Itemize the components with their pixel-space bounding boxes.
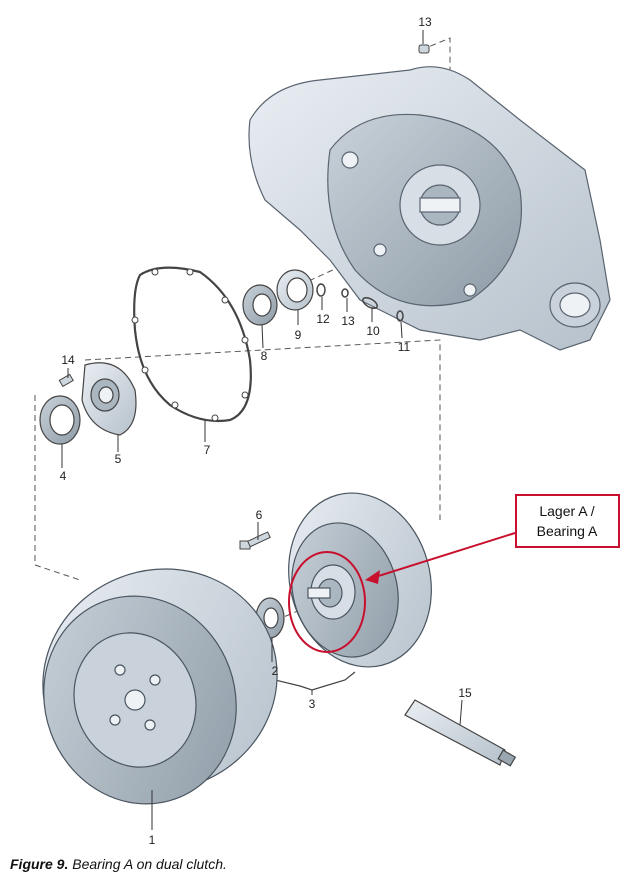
part-number-13-top: 13: [418, 15, 432, 29]
part-number-6: 6: [256, 508, 263, 522]
part-3-bracket: [264, 671, 356, 691]
part-7-gasket-holes: [131, 268, 249, 422]
figure-caption: Figure 9. Bearing A on dual clutch.: [10, 856, 227, 872]
part-8-bearing: [242, 284, 278, 326]
part-1-flywheel: [42, 568, 278, 805]
part-number-7: 7: [204, 443, 211, 457]
part-9-bearing: [276, 269, 314, 311]
callout-arrowhead: [365, 570, 380, 584]
part-number-9: 9: [295, 328, 302, 342]
small-seal-parts: [316, 283, 404, 322]
part-15-grease-tube: [404, 699, 517, 767]
part-leader-lines: [61, 30, 463, 830]
bearing-a-highlight: Lager A / Bearing A: [288, 494, 620, 653]
figure-caption-text: Bearing A on dual clutch.: [72, 856, 227, 872]
part-number-2: 2: [272, 664, 279, 678]
figure-caption-label: Figure 9.: [10, 856, 69, 872]
highlight-circle: [288, 551, 366, 653]
part-7-gasket: [133, 266, 252, 423]
part-number-8: 8: [261, 349, 268, 363]
part-number-3: 3: [309, 697, 316, 711]
part-3-dual-clutch: [288, 492, 432, 668]
exploded-parts-diagram: 13 14 4 5 7 8 9 12 13 10 11 6 2 3 15 1 L…: [34, 15, 620, 847]
part-number-1: 1: [149, 833, 156, 847]
part-number-5: 5: [115, 452, 122, 466]
callout-arrow-line: [371, 532, 516, 579]
part-14-screw: [58, 373, 74, 388]
part-number-12: 12: [316, 312, 330, 326]
part-number-14: 14: [61, 353, 75, 367]
part-10-seal: [362, 296, 378, 310]
part-4-seal-ring: [39, 395, 81, 445]
part-numbers: 13 14 4 5 7 8 9 12 13 10 11 6 2 3 15 1: [60, 15, 472, 847]
callout-line-1: Lager A /: [539, 503, 594, 519]
part-5-cover: [81, 362, 137, 436]
part-number-4: 4: [60, 469, 67, 483]
part-12-oring: [316, 283, 326, 297]
callout-box: [515, 494, 620, 548]
part-number-10: 10: [366, 324, 380, 338]
callout-line-2: Bearing A: [537, 523, 598, 539]
part-13-screw-top: [418, 44, 430, 54]
part-number-13: 13: [341, 314, 355, 328]
transmission-housing: [248, 66, 611, 351]
part-11-oring: [396, 310, 404, 322]
part-number-15: 15: [458, 686, 472, 700]
part-6-bolt: [239, 531, 271, 550]
part-13-oring: [341, 288, 349, 298]
part-number-11: 11: [398, 340, 411, 354]
